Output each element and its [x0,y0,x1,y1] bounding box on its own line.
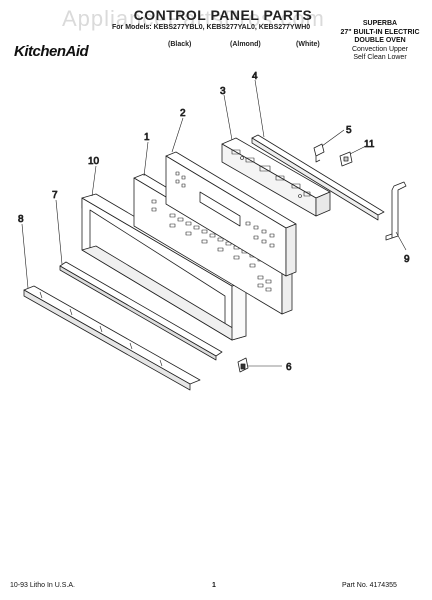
color-white: (White) [296,41,320,48]
page-number: 1 [212,582,216,589]
product-description: SUPERBA 27" BUILT-IN ELECTRIC DOUBLE OVE… [330,20,430,63]
leader-lines [21,79,407,367]
callout-3: 3 [220,86,226,97]
callout-4: 4 [252,71,258,82]
callout-6: 6 [286,362,292,373]
desc-line: DOUBLE OVEN [354,37,406,44]
callout-7: 7 [52,190,58,201]
watermark: AppliancePartsPros.com [62,6,325,31]
callout-10: 10 [88,156,100,167]
part-control-board [221,137,331,217]
callout-9: 9 [404,254,410,265]
part-switch [339,151,353,167]
part-mounting-rail [251,134,385,221]
color-almond: (Almond) [230,41,261,48]
desc-line: Self Clean Lower [353,54,407,61]
part-vent-trim [23,285,201,391]
desc-line: Convection Upper [351,45,409,53]
page-title: CONTROL PANEL PARTS [133,7,313,23]
callout-5: 5 [346,125,352,136]
part-control-panel [165,151,297,277]
callout-1: 1 [144,132,150,143]
part-bracket [385,181,407,241]
part-number: Part No. 4174355 [342,582,397,589]
part-small-clip [237,357,249,373]
desc-line: 27" BUILT-IN ELECTRIC [340,28,420,36]
color-black: (Black) [168,41,192,48]
callout-8: 8 [18,214,24,225]
brand-logo: KitchenAid [14,43,89,60]
model-list: For Models: KEBS277YBL0, KEBS277YAL0, KE… [112,24,311,31]
part-clip [313,143,325,163]
desc-line: SUPERBA [362,20,398,27]
part-trim-strip [59,261,223,361]
callout-2: 2 [180,108,186,119]
callout-11: 11 [364,139,375,150]
litho-note: 10-93 Litho In U.S.A. [10,582,75,589]
